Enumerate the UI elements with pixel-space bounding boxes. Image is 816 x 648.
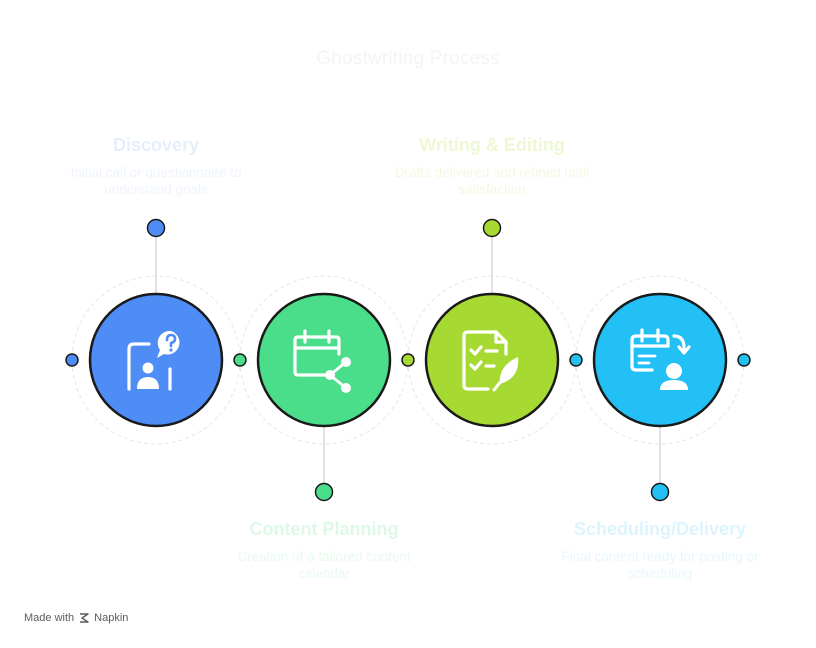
label-dots — [146, 218, 670, 502]
calendar-share-icon — [293, 329, 351, 393]
step-label-scheduling-delivery: Scheduling/Delivery Final content ready … — [550, 518, 770, 582]
label-dot-writing-editing — [482, 218, 502, 238]
step-label-writing-editing: Writing & Editing Drafts delivered and r… — [382, 134, 602, 198]
flow-dots — [65, 353, 751, 367]
flow-dot-planning-to-writing — [401, 353, 415, 367]
step-label-content-planning: Content Planning Creation of a tailored … — [214, 518, 434, 582]
flow-dot-writing-to-scheduling — [569, 353, 583, 367]
questionnaire-user-icon — [127, 330, 180, 391]
label-dot-content-planning — [314, 482, 334, 502]
step-title: Content Planning — [249, 519, 399, 539]
schedule-user-icon — [630, 328, 691, 390]
step-circles — [88, 292, 728, 428]
checklist-document-icon — [462, 330, 519, 392]
footer-watermark: Made with Napkin — [24, 612, 128, 624]
step-circle-scheduling-delivery — [592, 292, 728, 428]
flow-dot-start — [65, 353, 79, 367]
step-circle-discovery — [88, 292, 224, 428]
step-title: Discovery — [112, 135, 200, 155]
step-circle-writing-editing — [424, 292, 560, 428]
connector-lines — [155, 237, 661, 483]
made-with-label: Made with — [24, 612, 75, 624]
napkin-logo-icon — [80, 613, 89, 623]
step-description: Drafts delivered and refined until satis… — [394, 165, 590, 197]
label-dot-scheduling-delivery — [650, 482, 670, 502]
step-title: Writing & Editing — [419, 135, 565, 155]
napkin-brand-label: Napkin — [94, 612, 129, 624]
label-dot-discovery — [146, 218, 166, 238]
step-description: Initial call or questionnaire to underst… — [70, 165, 242, 197]
diagram-title: Ghostwriting Process — [316, 48, 500, 69]
flow-dot-discovery-to-planning — [233, 353, 247, 367]
step-description: Final content ready for posting or sched… — [561, 549, 759, 581]
step-title: Scheduling/Delivery — [573, 519, 747, 539]
flow-dot-end — [737, 353, 751, 367]
step-label-discovery: Discovery Initial call or questionnaire … — [46, 134, 266, 198]
step-circle-content-planning — [256, 292, 392, 428]
step-description: Creation of a tailored content calendar — [237, 549, 411, 581]
